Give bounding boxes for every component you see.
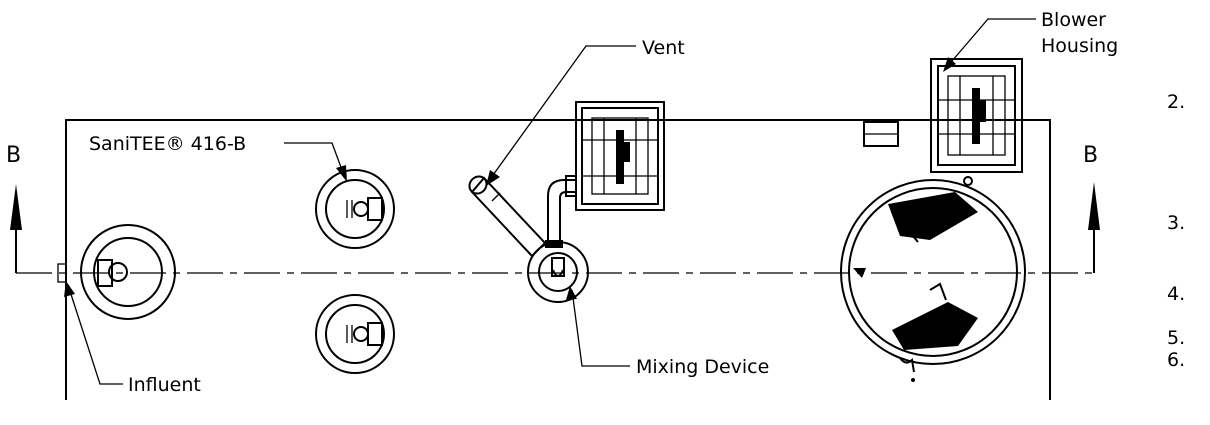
note-number: 6. [1167, 349, 1185, 371]
notes-column: 2. 3. 4. 5. 6. [1167, 91, 1185, 371]
blower-housing-right [930, 58, 1023, 186]
mixing-device-riser [527, 241, 589, 303]
blower-label-line1: Blower [1041, 9, 1106, 31]
vent-leader [486, 45, 636, 186]
influent-label: Influent [128, 374, 201, 396]
vent-pipe [468, 175, 547, 258]
tank-outline [65, 119, 1051, 400]
sanitee-riser-lower [315, 294, 395, 374]
sanitee-riser-upper [315, 169, 395, 249]
pump-chamber-riser [840, 179, 1026, 382]
note-number: 2. [1167, 91, 1185, 113]
note-number: 3. [1167, 212, 1185, 234]
section-label-right: B [1083, 143, 1098, 168]
sanitee-label: SaniTEE® 416-B [89, 133, 246, 155]
mixing-device-label: Mixing Device [636, 356, 769, 378]
blower-label-line2: Housing [1041, 35, 1118, 57]
blower-housing-center [575, 101, 665, 211]
inlet-riser [80, 224, 176, 320]
mixing-device-pipe [545, 175, 577, 248]
inspection-port [863, 121, 899, 147]
section-label-left: B [6, 143, 21, 168]
blower-leader [943, 18, 1036, 72]
mixing-device-leader [566, 286, 630, 367]
note-number: 5. [1167, 327, 1185, 349]
section-arrow-right [1088, 182, 1100, 230]
note-number: 4. [1167, 283, 1185, 305]
vent-label: Vent [642, 37, 685, 59]
sanitee-leader [284, 142, 347, 182]
influent-leader [64, 281, 123, 385]
influent-pipe [57, 263, 67, 283]
section-arrow-left [10, 184, 22, 230]
